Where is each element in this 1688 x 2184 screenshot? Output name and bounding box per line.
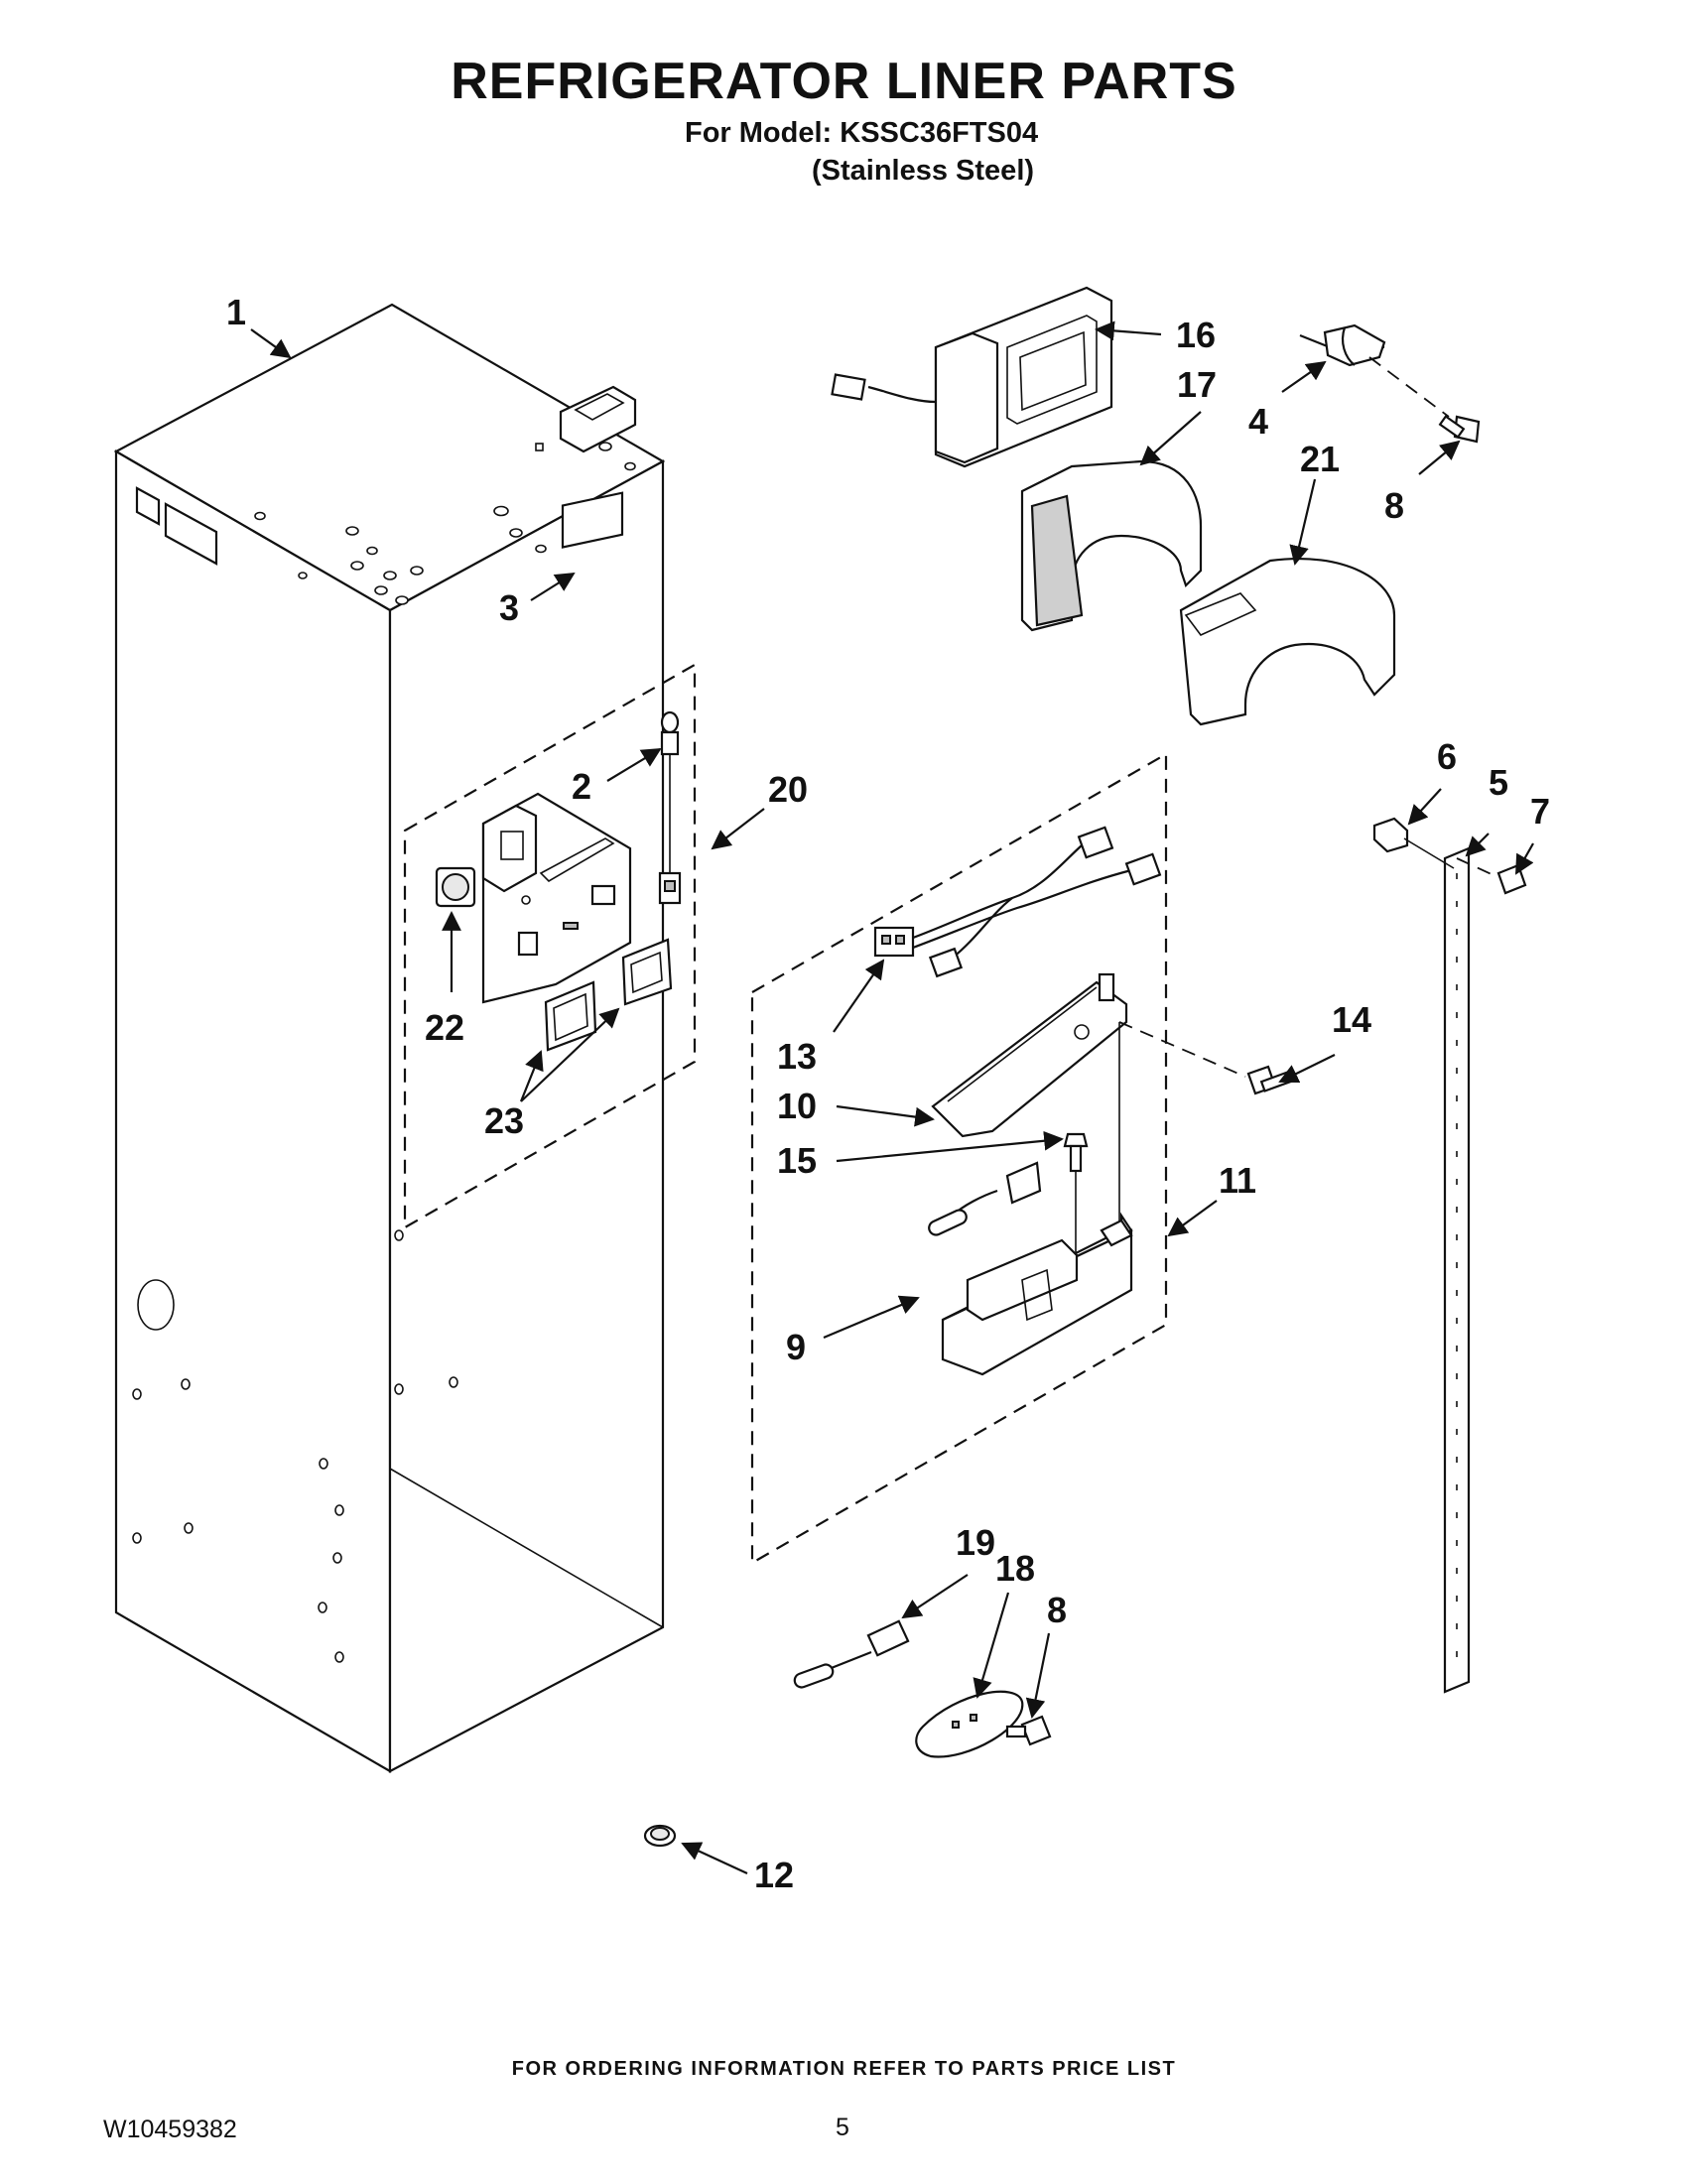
part-6-clip — [1372, 817, 1455, 869]
part-20-control-housing — [481, 792, 632, 1004]
callout-8-bottom: 8 — [1047, 1590, 1067, 1630]
page-number: 5 — [836, 2114, 849, 2141]
callout-6: 6 — [1437, 736, 1457, 777]
model-line: For Model: KSSC36FTS04 — [685, 117, 1039, 149]
part-8-screw-top — [1368, 356, 1481, 444]
callout-18: 18 — [995, 1548, 1035, 1589]
callout-1: 1 — [226, 292, 246, 332]
part-13-wire-harness — [873, 826, 1162, 978]
callout-13: 13 — [777, 1036, 817, 1077]
part-23-pads — [544, 938, 673, 1052]
part-19-sensor — [793, 1619, 910, 1689]
part-9-sensor — [928, 1161, 1042, 1236]
part-15-screw — [1063, 1132, 1089, 1260]
part-2-thermistor — [658, 710, 682, 905]
callout-10: 10 — [777, 1086, 817, 1126]
callout-9: 9 — [786, 1327, 806, 1367]
callout-14: 14 — [1332, 999, 1371, 1040]
document-id: W10459382 — [103, 2116, 237, 2143]
callout-21: 21 — [1300, 439, 1340, 479]
callout-23: 23 — [484, 1100, 524, 1141]
callout-19: 19 — [956, 1522, 995, 1563]
part-11-housing — [941, 1022, 1133, 1376]
part-5-rail — [1443, 846, 1471, 1694]
part-16-module — [831, 286, 1113, 468]
callout-7: 7 — [1530, 791, 1550, 832]
variant-line: (Stainless Steel) — [812, 155, 1035, 187]
callout-15: 15 — [777, 1140, 817, 1181]
leader-lines — [250, 321, 1534, 1874]
callout-3: 3 — [499, 587, 519, 628]
part-8-screw-bottom — [1005, 1715, 1052, 1746]
liner-cabinet — [113, 303, 666, 1773]
callout-22: 22 — [425, 1007, 464, 1048]
part-4-bracket — [1299, 323, 1386, 367]
part-18-cover — [915, 1690, 1024, 1758]
callout-5: 5 — [1489, 762, 1508, 803]
assembly-outline-lower — [750, 752, 1168, 1565]
callout-11: 11 — [1219, 1160, 1256, 1201]
callout-labels: 1 2 3 4 5 6 7 8 8 9 10 11 12 13 14 15 16… — [226, 292, 1550, 1895]
part-21-shroud — [1179, 557, 1396, 726]
ordering-note: FOR ORDERING INFORMATION REFER TO PARTS … — [511, 2058, 1177, 2080]
part-10-cover — [931, 972, 1128, 1138]
part-12-plug — [643, 1824, 677, 1848]
callout-4: 4 — [1248, 401, 1268, 442]
assembly-outline-20 — [403, 663, 697, 1229]
callout-8-top: 8 — [1384, 485, 1404, 526]
part-22-bezel — [435, 866, 476, 908]
page-title: REFRIGERATOR LINER PARTS — [451, 53, 1237, 110]
callout-12: 12 — [754, 1855, 794, 1895]
callout-16: 16 — [1176, 315, 1216, 355]
callout-20: 20 — [768, 769, 808, 810]
part-14-screw — [1118, 1021, 1293, 1095]
part-17-shroud — [1020, 459, 1203, 632]
callout-2: 2 — [572, 766, 591, 807]
callout-17: 17 — [1177, 364, 1217, 405]
